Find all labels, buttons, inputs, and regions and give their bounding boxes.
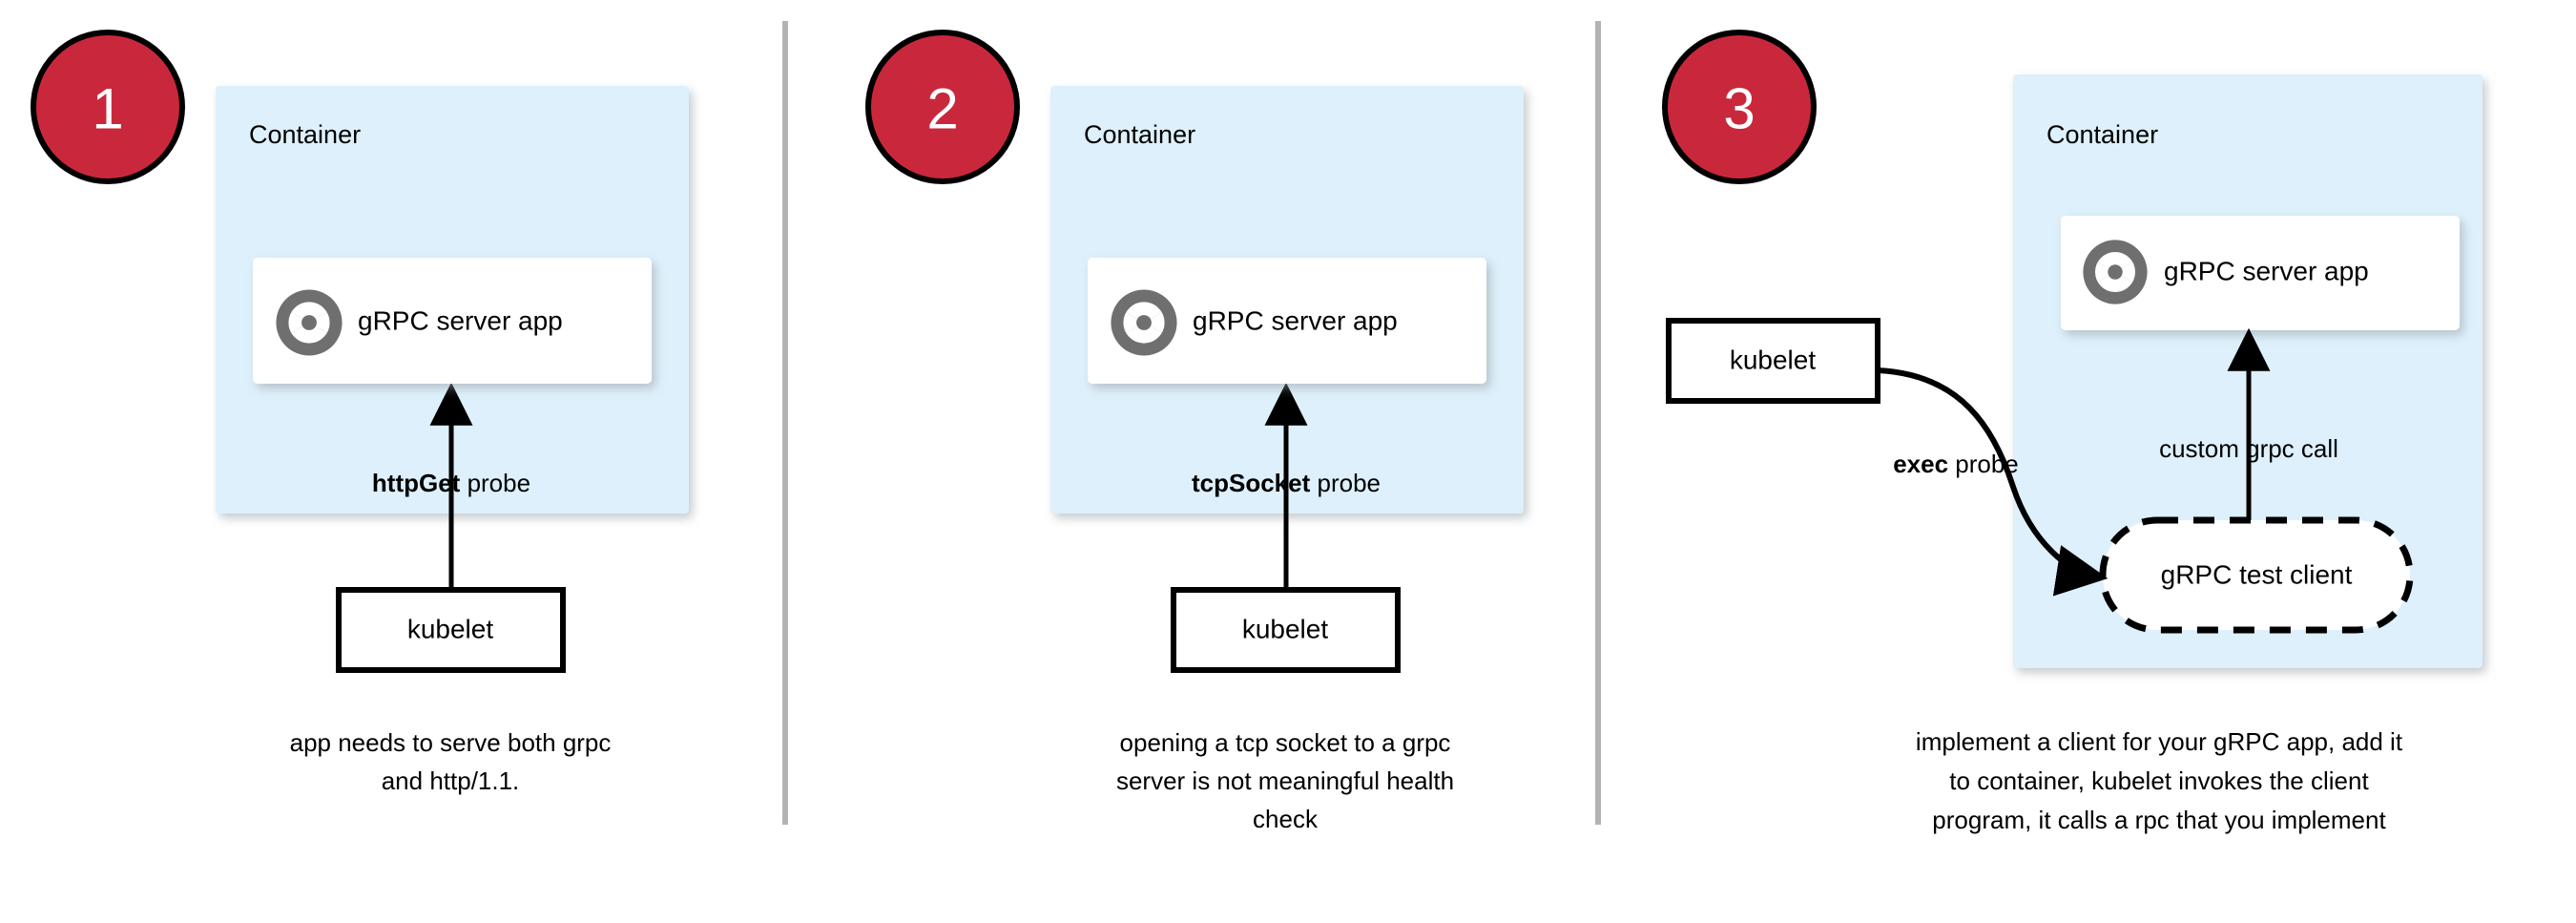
exec-probe-edge-3 xyxy=(1877,367,2109,597)
kubelet-label-3: kubelet xyxy=(1730,345,1817,374)
grpc-server-app-label-1: gRPC server app xyxy=(358,305,563,335)
grpc-test-client-label-3: gRPC test client xyxy=(2161,559,2353,589)
step-badge-2-number: 2 xyxy=(926,77,958,141)
probe-edge-label-1-bold: httpGet xyxy=(372,469,461,497)
step-badge-2 xyxy=(865,30,1020,184)
panel-1-caption-line-2: and http/1.1. xyxy=(382,766,520,795)
grpc-server-app-node-2 xyxy=(1088,258,1486,384)
panel-3-caption-line-1: implement a client for your gRPC app, ad… xyxy=(1916,727,2403,756)
container-label-3: Container xyxy=(2046,120,2158,149)
panel-3: 3 Container gRPC server app custom grpc … xyxy=(1662,30,2483,834)
grpc-server-app-node-1 xyxy=(253,258,652,384)
panel-3-caption-line-3: program, it calls a rpc that you impleme… xyxy=(1932,806,2386,834)
probe-edge-label-2-rest: probe xyxy=(1310,469,1381,497)
panel-1: 1 Container httpGet probe gRPC server ap… xyxy=(31,30,689,795)
probe-edge-label-1: httpGet probe xyxy=(372,469,530,497)
step-badge-3 xyxy=(1662,30,1817,184)
kubelet-label-1: kubelet xyxy=(407,614,494,643)
container-label-1: Container xyxy=(249,120,361,149)
panel-2-caption-line-2: server is not meaningful health xyxy=(1116,766,1454,795)
grpc-server-app-node-3 xyxy=(2061,216,2460,330)
grpc-server-app-label-2: gRPC server app xyxy=(1193,305,1398,335)
grpc-aperture-icon-1 xyxy=(275,288,343,357)
panel-2-caption-line-3: check xyxy=(1253,805,1319,833)
panel-3-caption: implement a client for your gRPC app, ad… xyxy=(1916,727,2403,834)
kubelet-box-1 xyxy=(336,587,566,673)
exec-probe-label-3: exec probe xyxy=(1893,450,2019,478)
step-badge-3-number: 3 xyxy=(1723,77,1755,141)
panel-2: 2 Container tcpSocket probe gRPC server … xyxy=(865,30,1524,833)
probe-edge-label-1-rest: probe xyxy=(460,469,530,497)
probe-edge-label-2: tcpSocket probe xyxy=(1192,469,1381,497)
panel-2-caption: opening a tcp socket to a grpc server is… xyxy=(1116,728,1454,833)
panel-2-caption-line-1: opening a tcp socket to a grpc xyxy=(1120,728,1451,757)
probe-edge-label-2-bold: tcpSocket xyxy=(1192,469,1311,497)
grpc-aperture-icon-3 xyxy=(2082,239,2149,305)
panel-3-caption-line-2: to container, kubelet invokes the client xyxy=(1949,766,2369,795)
grpc-server-app-label-3: gRPC server app xyxy=(2164,256,2369,285)
panel-1-caption-line-1: app needs to serve both grpc xyxy=(290,728,612,757)
exec-probe-label-3-bold: exec xyxy=(1893,450,1948,478)
step-badge-1 xyxy=(31,30,185,184)
kubelet-box-3 xyxy=(1666,318,1880,404)
panel-1-caption: app needs to serve both grpc and http/1.… xyxy=(290,728,612,795)
step-badge-1-number: 1 xyxy=(92,77,123,141)
custom-grpc-call-label-3: custom grpc call xyxy=(2159,434,2338,463)
container-label-2: Container xyxy=(1084,120,1195,149)
kubelet-box-2 xyxy=(1171,587,1401,673)
kubelet-label-2: kubelet xyxy=(1242,614,1329,643)
exec-probe-label-3-rest: probe xyxy=(1948,450,2019,478)
grpc-aperture-icon-2 xyxy=(1110,288,1178,357)
